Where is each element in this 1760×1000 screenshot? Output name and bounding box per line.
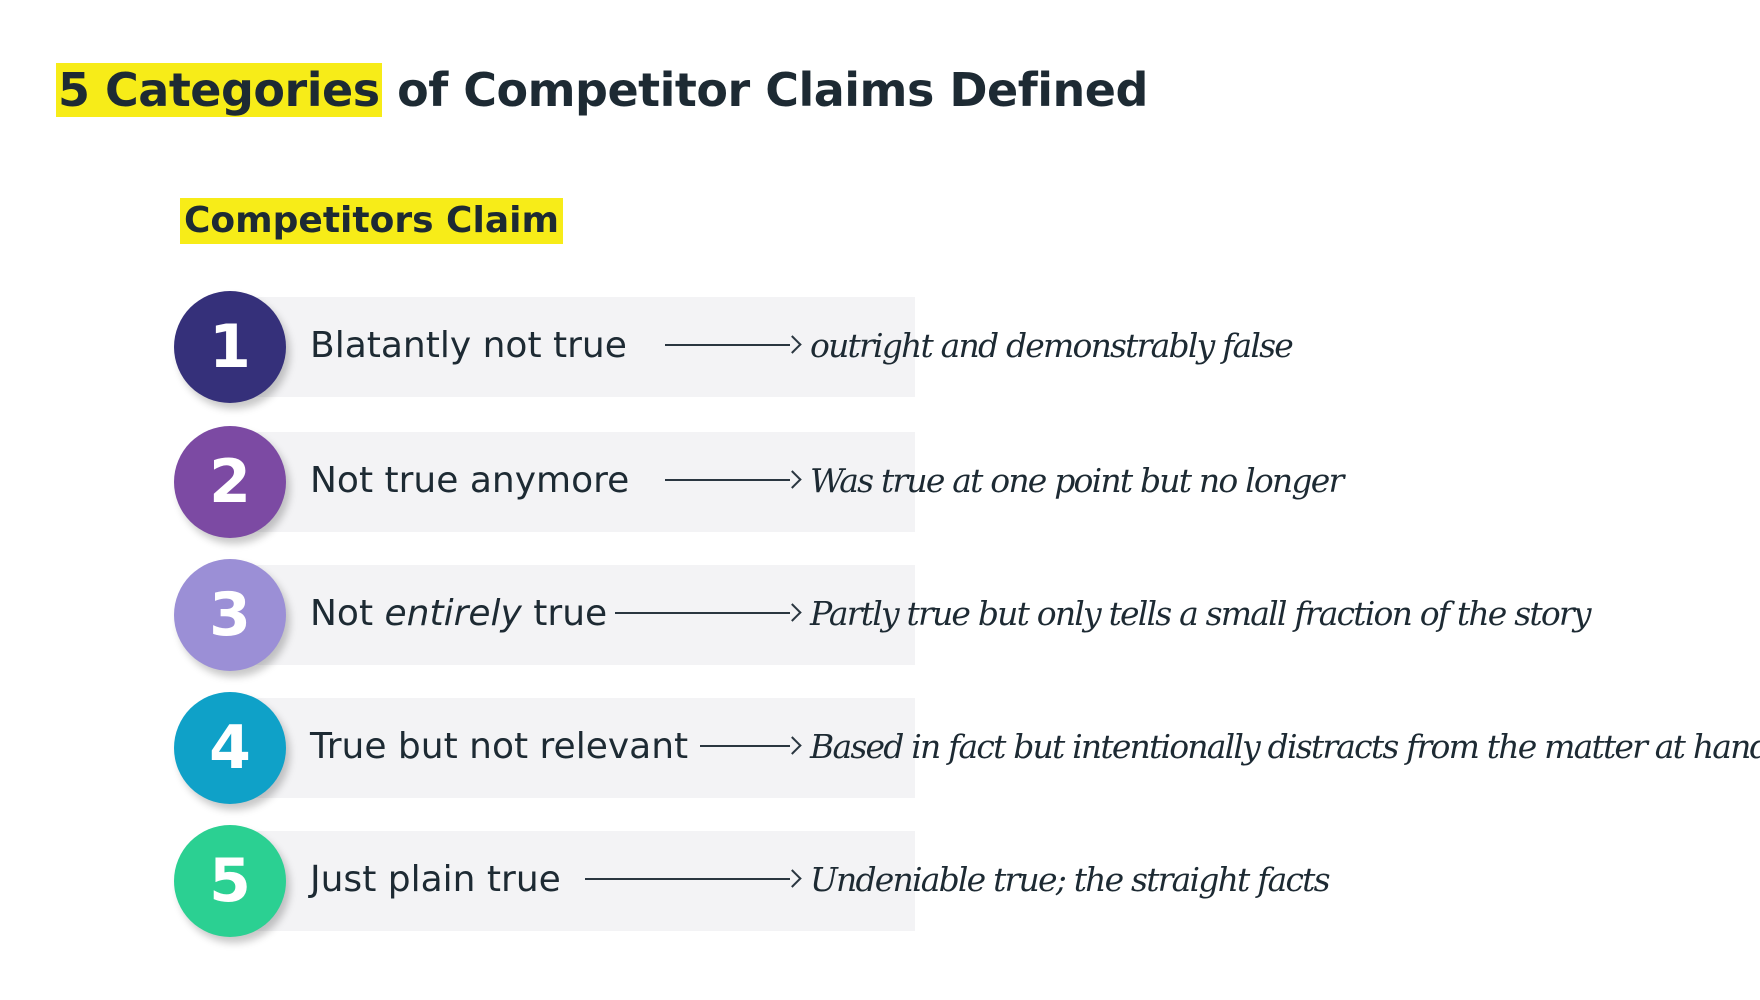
claim-row-3: 3 Not entirely true Partly true but only… — [170, 555, 1750, 673]
claim-label: Not entirely true — [310, 555, 607, 673]
arrow-icon — [585, 869, 802, 888]
arrow-icon — [665, 470, 802, 489]
number-badge-3: 3 — [174, 559, 286, 671]
number-badge-2: 2 — [174, 426, 286, 538]
claim-definition: Undeniable true; the straight facts — [810, 860, 1331, 899]
title-rest: of Competitor Claims Defined — [381, 63, 1148, 117]
arrow-icon — [615, 603, 802, 622]
claim-definition: outright and demonstrably false — [810, 326, 1294, 365]
claim-label: Just plain true — [310, 859, 561, 900]
number-badge-4: 4 — [174, 692, 286, 804]
claim-row-4: 4 True but not relevant Based in fact bu… — [170, 688, 1760, 806]
claim-definition: Based in fact but intentionally distract… — [810, 727, 1760, 766]
claim-band — [250, 698, 915, 798]
section-heading: Competitors Claim — [180, 198, 563, 244]
claim-definition: Partly true but only tells a small fract… — [810, 594, 1592, 633]
claim-band — [250, 432, 915, 532]
claim-band — [250, 565, 915, 665]
claim-band — [250, 297, 915, 397]
claim-definition: Was true at one point but no longer — [810, 461, 1344, 500]
number-badge-1: 1 — [174, 291, 286, 403]
claim-label-emphasis: entirely — [384, 593, 522, 634]
claim-row-5: 5 Just plain true Undeniable true; the s… — [170, 821, 1750, 939]
arrow-icon — [665, 335, 802, 354]
claim-label-after: true — [521, 593, 608, 634]
claim-label: Not true anymore — [310, 460, 630, 501]
claim-band — [250, 831, 915, 931]
claim-label: True but not relevant — [310, 726, 689, 767]
slide-title: 5 Categories of Competitor Claims Define… — [56, 58, 1148, 122]
claim-row-2: 2 Not true anymore Was true at one point… — [170, 422, 1750, 540]
claim-label-before: Not — [310, 593, 385, 634]
arrow-icon — [700, 736, 802, 755]
claim-row-1: 1 Blatantly not true outright and demons… — [170, 287, 1750, 405]
claim-label: Blatantly not true — [310, 325, 627, 366]
number-badge-5: 5 — [174, 825, 286, 937]
title-highlight: 5 Categories — [56, 63, 382, 117]
